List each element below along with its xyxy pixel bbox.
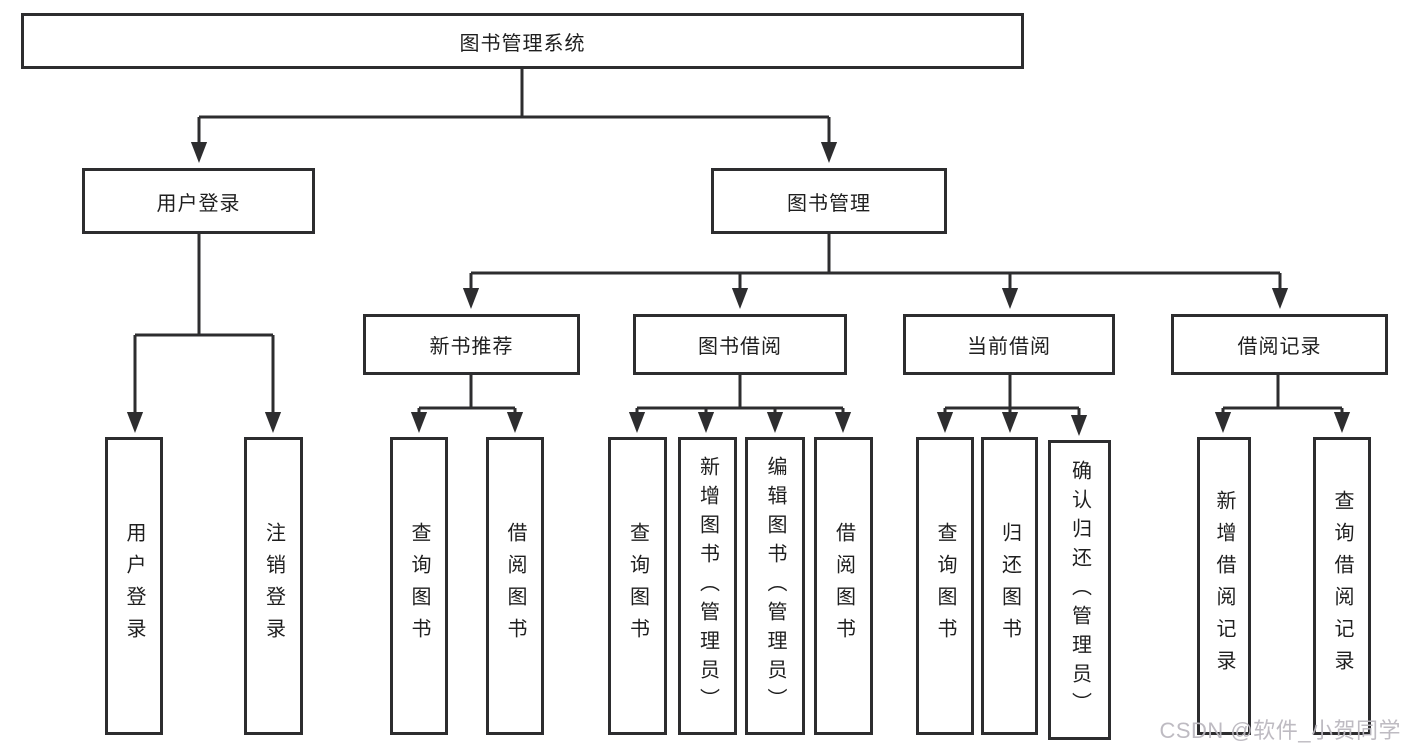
leaf-edit-book-admin: 编辑图书（管理员） [745, 437, 805, 735]
leaf-user-login: 用户登录 [105, 437, 163, 735]
leaf-add-borrow-record: 新增借阅记录 [1197, 437, 1251, 735]
leaf-label: 借阅图书 [832, 522, 855, 650]
node-borrowing-records: 借阅记录 [1171, 314, 1388, 375]
leaf-label: 查询借阅记录 [1331, 490, 1353, 682]
leaf-query-books-current: 查询图书 [916, 437, 974, 735]
leaf-label: 编辑图书（管理员） [764, 455, 786, 717]
node-user-login: 用户登录 [82, 168, 315, 234]
node-current-borrowing: 当前借阅 [903, 314, 1115, 375]
leaf-label: 确认归还（管理员） [1068, 459, 1091, 721]
leaf-label: 查询图书 [408, 522, 430, 650]
node-label: 图书管理 [787, 192, 871, 215]
leaf-logout: 注销登录 [244, 437, 303, 735]
leaf-query-books-borrowing: 查询图书 [608, 437, 667, 735]
node-label: 图书借阅 [698, 336, 782, 358]
leaf-label: 新增借阅记录 [1213, 490, 1235, 682]
leaf-confirm-return-admin: 确认归还（管理员） [1048, 440, 1111, 740]
node-label: 新书推荐 [429, 336, 514, 358]
leaf-query-borrow-record: 查询借阅记录 [1313, 437, 1371, 735]
leaf-label: 查询图书 [626, 522, 649, 650]
leaf-label: 查询图书 [934, 522, 956, 650]
leaf-borrow-books-borrowing: 借阅图书 [814, 437, 873, 735]
node-book-management: 图书管理 [711, 168, 947, 234]
leaf-query-books-recommend: 查询图书 [390, 437, 448, 735]
leaf-label: 借阅图书 [504, 522, 526, 650]
node-label: 图书管理系统 [459, 32, 586, 55]
node-label: 用户登录 [156, 192, 241, 215]
leaf-return-books: 归还图书 [981, 437, 1038, 735]
leaf-label: 新增图书（管理员） [696, 455, 719, 717]
node-library-management-system: 图书管理系统 [21, 13, 1024, 69]
leaf-label: 注销登录 [262, 522, 285, 650]
node-book-borrowing: 图书借阅 [633, 314, 847, 375]
leaf-label: 归还图书 [998, 522, 1021, 650]
node-new-book-recommendation: 新书推荐 [363, 314, 580, 375]
node-label: 借阅记录 [1237, 336, 1322, 358]
leaf-label: 用户登录 [123, 522, 145, 650]
leaf-add-book-admin: 新增图书（管理员） [678, 437, 737, 735]
node-label: 当前借阅 [967, 336, 1051, 358]
leaf-borrow-books-recommend: 借阅图书 [486, 437, 544, 735]
